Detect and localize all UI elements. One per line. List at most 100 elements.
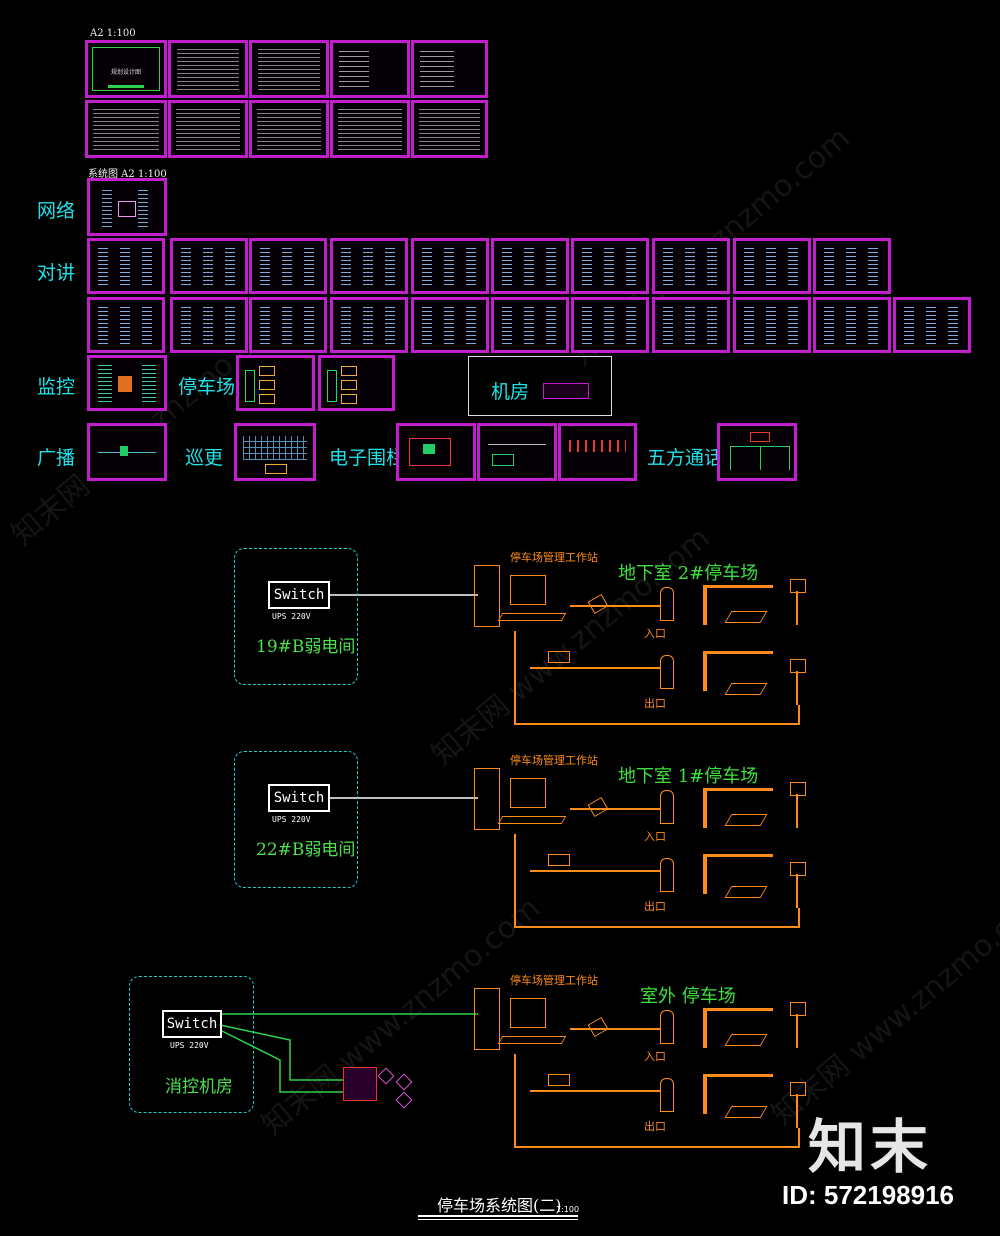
entry-label: 入口 — [644, 1050, 666, 1063]
drawing-sheet[interactable] — [411, 100, 488, 158]
drawing-sheet-intercom[interactable] — [571, 297, 649, 353]
drawing-sheet[interactable] — [249, 100, 329, 158]
drawing-sheet[interactable] — [85, 100, 167, 158]
cable-trunk — [570, 1028, 660, 1030]
drawing-sheet-intercom[interactable] — [170, 297, 248, 353]
parking-lot-title: 室外 停车场 — [640, 986, 736, 1007]
barrier-post — [703, 854, 707, 894]
drawing-sheet-intercom[interactable] — [733, 297, 811, 353]
cable-trunk — [530, 870, 660, 872]
weak-current-room-box — [234, 548, 358, 685]
drawing-sheet-intercom[interactable] — [411, 238, 489, 294]
category-intercom: 对讲 — [37, 262, 76, 284]
barrier-gate — [703, 651, 773, 654]
cover-text: 规划设计图 — [110, 69, 141, 76]
title-underline — [418, 1215, 578, 1217]
drawing-sheet-intercom[interactable] — [249, 297, 327, 353]
ups-label: UPS 220V — [272, 612, 311, 621]
signal-cable — [796, 794, 798, 828]
drawing-sheet-intercom[interactable] — [652, 238, 730, 294]
drawing-sheet[interactable] — [249, 40, 329, 98]
category-network: 网络 — [37, 200, 76, 222]
drawing-sheet-intercom[interactable] — [491, 238, 569, 294]
drawing-sheet-intercom[interactable] — [571, 238, 649, 294]
monitor-icon — [510, 575, 546, 605]
room-name: 消控机房 — [165, 1077, 233, 1097]
drawing-sheet-intercom[interactable] — [330, 297, 408, 353]
keyboard-icon — [497, 613, 567, 621]
drawing-sheet-broadcast[interactable] — [87, 423, 167, 481]
network-switch[interactable]: Switch — [268, 784, 330, 812]
drawing-sheet[interactable] — [168, 100, 248, 158]
room-name: 22#B弱电间 — [256, 840, 356, 860]
title-underline — [418, 1219, 578, 1220]
cable-trunk — [798, 705, 800, 725]
display-sign — [790, 1002, 806, 1016]
exit-ticket-machine — [660, 655, 674, 689]
barrier-post — [703, 788, 707, 828]
drawing-sheet-intercom[interactable] — [411, 297, 489, 353]
drawing-sheet-intercom[interactable] — [87, 297, 165, 353]
barrier-post — [703, 585, 707, 625]
exit-label: 出口 — [644, 697, 666, 710]
machine-room-frame[interactable]: 机房 — [468, 356, 612, 416]
drawing-sheet-five-way[interactable] — [717, 423, 797, 481]
cable-trunk — [514, 1146, 800, 1148]
cable-trunk — [514, 1054, 516, 1148]
drawing-sheet[interactable] — [411, 40, 488, 98]
scale-label: A2 1:100 — [90, 28, 136, 39]
category-machine-room: 机房 — [491, 381, 530, 403]
drawing-sheet-intercom[interactable] — [330, 238, 408, 294]
drawing-sheet-intercom[interactable] — [249, 238, 327, 294]
category-five-way: 五方通话 — [647, 447, 724, 469]
brand-logo: 知末 — [808, 1113, 933, 1181]
display-sign — [790, 1082, 806, 1096]
network-switch[interactable]: Switch — [268, 581, 330, 609]
category-monitor: 监控 — [37, 376, 76, 398]
diagram-title-scale: 1:100 — [556, 1205, 580, 1214]
entry-ticket-machine — [660, 1010, 674, 1044]
drawing-sheet-fence[interactable] — [558, 423, 637, 481]
drawing-sheet-parking[interactable] — [236, 355, 315, 411]
capture-device — [548, 651, 570, 663]
category-fence: 电子围栏 — [329, 447, 406, 469]
drawing-sheet-intercom[interactable] — [491, 297, 569, 353]
drawing-sheet-intercom[interactable] — [813, 238, 891, 294]
barrier-post — [703, 1074, 707, 1114]
drawing-sheet[interactable] — [168, 40, 248, 98]
category-patrol: 巡更 — [185, 447, 224, 469]
drawing-sheet-patrol[interactable] — [234, 423, 316, 481]
cable-trunk — [514, 723, 800, 725]
signal-cable — [796, 1014, 798, 1048]
cable-trunk — [514, 631, 516, 725]
monitor-icon — [510, 778, 546, 808]
vehicle-detector — [724, 683, 768, 695]
drawing-sheet[interactable] — [330, 100, 410, 158]
drawing-sheet-fence[interactable] — [396, 423, 476, 481]
capture-device — [548, 854, 570, 866]
exit-ticket-machine — [660, 1078, 674, 1112]
drawing-sheet-intercom[interactable] — [733, 238, 811, 294]
cable-trunk — [798, 908, 800, 928]
cable-trunk — [530, 1090, 660, 1092]
entry-ticket-machine — [660, 587, 674, 621]
exit-label: 出口 — [644, 900, 666, 913]
drawing-sheet-monitor[interactable] — [87, 355, 167, 411]
exit-ticket-machine — [660, 858, 674, 892]
drawing-sheet-intercom[interactable] — [170, 238, 248, 294]
drawing-sheet-intercom[interactable] — [652, 297, 730, 353]
display-sign — [790, 659, 806, 673]
computer-tower — [474, 988, 500, 1050]
drawing-sheet-intercom[interactable] — [893, 297, 971, 353]
drawing-sheet-cover[interactable]: 规划设计图 — [85, 40, 167, 98]
monitor-icon — [510, 998, 546, 1028]
drawing-sheet-intercom[interactable] — [87, 238, 165, 294]
drawing-sheet-fence[interactable] — [477, 423, 557, 481]
workstation-label: 停车场管理工作站 — [510, 551, 598, 564]
drawing-sheet[interactable] — [330, 40, 410, 98]
drawing-sheet-network[interactable] — [87, 178, 167, 236]
network-switch[interactable]: Switch — [162, 1010, 222, 1038]
drawing-sheet-parking[interactable] — [318, 355, 395, 411]
signal-cable — [796, 1094, 798, 1128]
drawing-sheet-intercom[interactable] — [813, 297, 891, 353]
